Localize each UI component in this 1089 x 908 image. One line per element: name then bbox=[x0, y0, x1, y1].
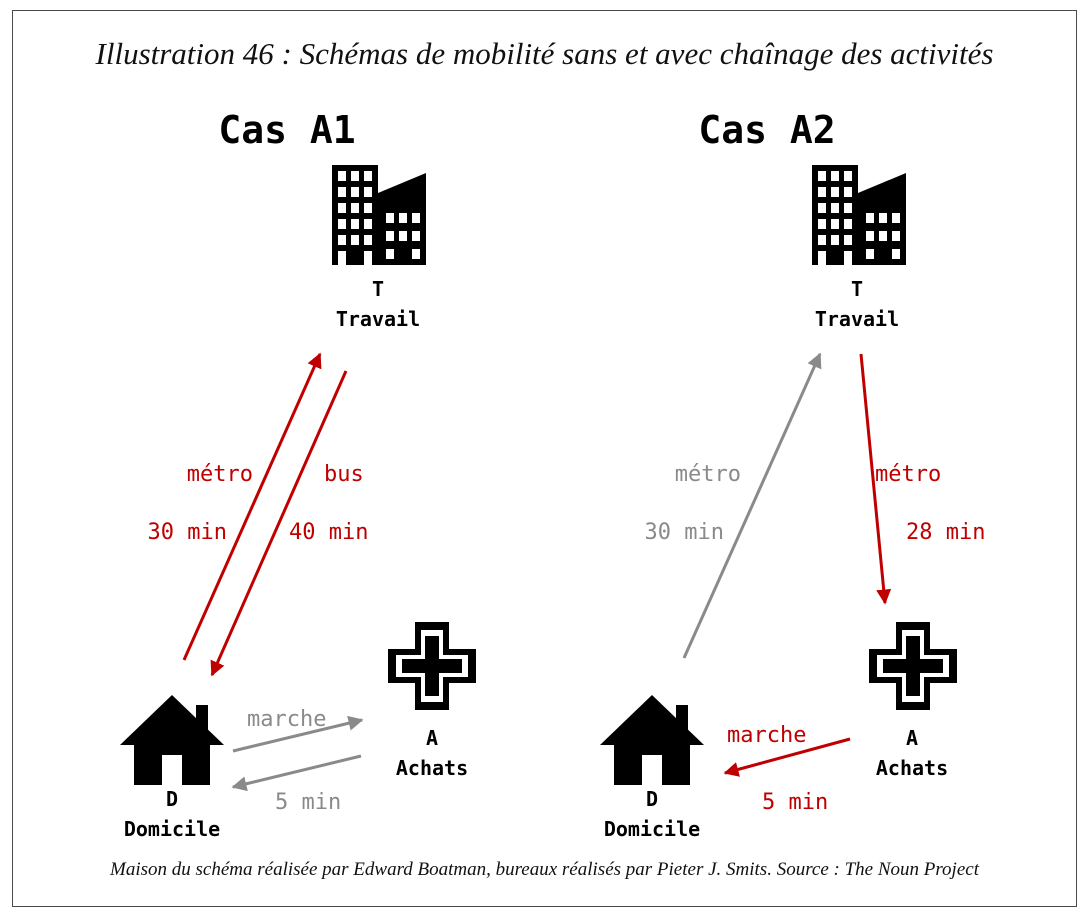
edge-home-to-work-mode: métro bbox=[675, 462, 741, 487]
edge-work-to-home-mode: bus bbox=[324, 462, 364, 487]
figure-frame bbox=[12, 10, 1077, 907]
cross-icon bbox=[388, 622, 476, 710]
figure-source-caption: Maison du schéma réalisée par Edward Boa… bbox=[110, 859, 979, 880]
house-icon bbox=[600, 695, 704, 785]
edge-work-to-shop-time: 28 min bbox=[906, 520, 985, 545]
edge-shop-to-home bbox=[231, 754, 362, 792]
node-shop-letter: A bbox=[426, 726, 438, 750]
node-shop-name: Achats bbox=[876, 756, 948, 780]
edge-work-to-shop bbox=[859, 353, 892, 605]
edge-home-to-work-time: 30 min bbox=[645, 520, 724, 545]
cross-icon bbox=[869, 622, 957, 710]
edge-home-to-work-time: 30 min bbox=[148, 520, 227, 545]
edge-work-to-shop-mode: métro bbox=[875, 462, 941, 487]
edge-shop-to-home bbox=[723, 737, 851, 777]
edge-home-to-work-mode: métro bbox=[187, 462, 253, 487]
node-home-letter: D bbox=[166, 787, 178, 811]
edge-shop-to-home-time: 5 min bbox=[762, 790, 828, 815]
edge-work-to-home-time: 40 min bbox=[289, 520, 368, 545]
edge-home-to-work bbox=[682, 352, 822, 659]
office-buildings-icon bbox=[812, 165, 906, 265]
edge-home-to-shop bbox=[232, 715, 364, 753]
house-icon bbox=[120, 695, 224, 785]
edge-shop-to-home-mode: marche bbox=[727, 723, 806, 748]
case-a1: Cas A1 T Travail D Domicile A Achats mét… bbox=[120, 108, 476, 841]
node-home-name: Domicile bbox=[604, 817, 700, 841]
node-work-letter: T bbox=[851, 277, 863, 301]
node-home-letter: D bbox=[646, 787, 658, 811]
edge-work-to-home bbox=[210, 370, 348, 677]
edge-shop-to-home-time: 5 min bbox=[275, 790, 341, 815]
node-work-name: Travail bbox=[815, 307, 899, 331]
case-a2: Cas A2 T Travail D Domicile A Achats mét… bbox=[600, 108, 985, 841]
office-buildings-icon bbox=[332, 165, 426, 265]
node-home-name: Domicile bbox=[124, 817, 220, 841]
node-work-letter: T bbox=[372, 277, 384, 301]
edge-home-to-shop-mode: marche bbox=[247, 707, 326, 732]
node-shop-letter: A bbox=[906, 726, 918, 750]
node-shop-name: Achats bbox=[396, 756, 468, 780]
case-a2-heading: Cas A2 bbox=[698, 108, 835, 152]
edge-home-to-work bbox=[182, 352, 322, 661]
case-a1-heading: Cas A1 bbox=[218, 108, 355, 152]
figure-title: Illustration 46 : Schémas de mobilité sa… bbox=[95, 36, 994, 71]
node-work-name: Travail bbox=[336, 307, 420, 331]
